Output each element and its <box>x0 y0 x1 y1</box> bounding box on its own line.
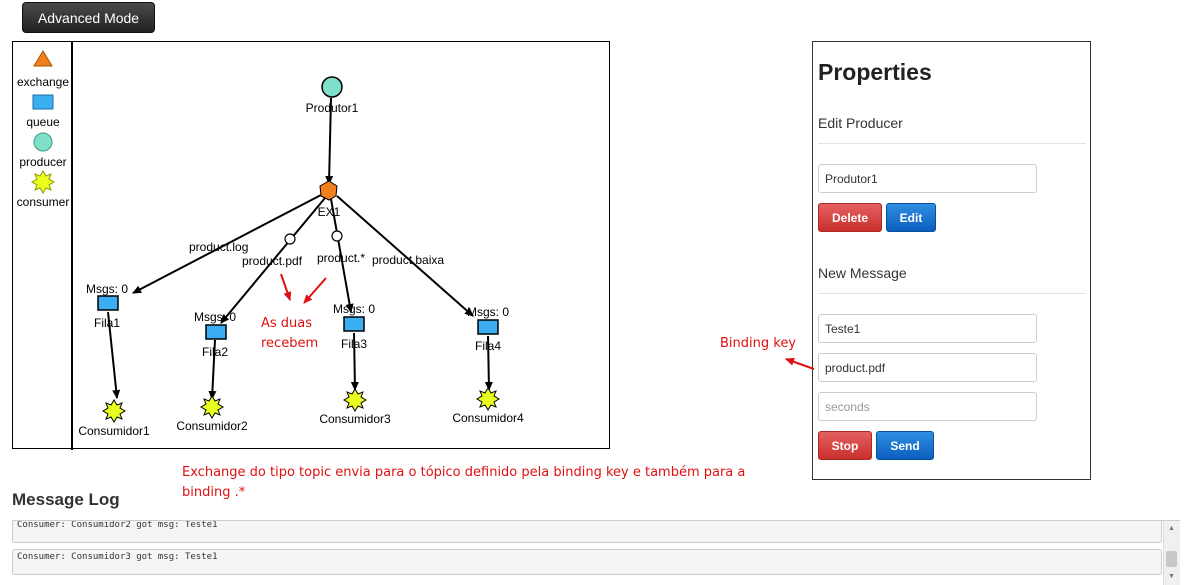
message-log-title: Message Log <box>12 490 120 509</box>
exchange-hexagon-icon <box>319 180 338 201</box>
routing-key-input[interactable] <box>818 353 1037 382</box>
exchange-node[interactable]: EX1 <box>318 180 341 219</box>
queue-node-fila4[interactable]: Msgs: 0 Fila4 <box>467 305 509 353</box>
edge-exchange-fila3 <box>330 198 354 313</box>
graph-canvas[interactable]: exchange queue producer consumer product… <box>12 41 610 450</box>
queue-rect-icon <box>32 94 54 110</box>
exchange-label: EX1 <box>318 205 341 219</box>
legend-queue-item[interactable]: queue <box>26 94 60 129</box>
consumer-label-consumidor1: Consumidor1 <box>78 424 150 438</box>
consumer-label-consumidor2: Consumidor2 <box>176 419 248 433</box>
annotation-arrow-binding-key <box>785 357 815 370</box>
producer-name-input[interactable] <box>818 164 1037 193</box>
queue-msgs-fila1: Msgs: 0 <box>86 282 128 296</box>
binding-marker-star[interactable] <box>331 230 343 242</box>
queue-label-fila4: Fila4 <box>475 339 501 353</box>
queue-node-fila3[interactable]: Msgs: 0 Fila3 <box>333 302 375 351</box>
queue-label-fila1: Fila1 <box>94 316 120 330</box>
message-log[interactable]: Consumer: Consumidor2 got msg: Teste1 Co… <box>12 520 1180 585</box>
edge-exchange-fila4 <box>336 195 474 317</box>
log-row: Consumer: Consumidor3 got msg: Teste1 <box>12 549 1162 575</box>
producer-node[interactable]: Produtor1 <box>306 76 359 115</box>
section-divider <box>818 293 1086 294</box>
binding-marker-pdf[interactable] <box>284 233 296 245</box>
legend-consumer-item[interactable]: consumer <box>17 170 70 209</box>
consumer-label-consumidor3: Consumidor3 <box>319 412 391 426</box>
queue-label-fila2: Fila2 <box>202 345 228 359</box>
queue-msgs-fila2: Msgs: 0 <box>194 310 236 324</box>
delete-button[interactable]: Delete <box>818 203 882 232</box>
consumer-star-icon <box>200 395 224 419</box>
seconds-input[interactable] <box>818 392 1037 421</box>
consumer-star-icon <box>102 399 126 423</box>
consumer-label-consumidor4: Consumidor4 <box>452 411 524 425</box>
binding-label-pdf: product.pdf <box>242 254 303 268</box>
binding-label-log: product.log <box>189 240 248 254</box>
legend-queue-label: queue <box>26 115 60 129</box>
scroll-up-icon[interactable]: ▲ <box>1168 525 1175 532</box>
queue-msgs-fila4: Msgs: 0 <box>467 305 509 319</box>
log-row: Consumer: Consumidor2 got msg: Teste1 <box>12 521 1162 543</box>
send-button[interactable]: Send <box>876 431 934 460</box>
section-divider <box>818 143 1086 144</box>
consumer-node-consumidor3[interactable]: Consumidor3 <box>319 388 391 426</box>
scroll-down-icon[interactable]: ▼ <box>1168 573 1175 580</box>
annotation-binding-key: Binding key <box>720 336 797 351</box>
queue-node-fila1[interactable]: Msgs: 0 Fila1 <box>86 282 128 330</box>
consumer-star-icon <box>343 388 367 412</box>
annotation-both-receive-line1: As duas <box>261 316 312 331</box>
binding-label-baixa: product.baixa <box>372 253 444 267</box>
consumer-node-consumidor4[interactable]: Consumidor4 <box>452 387 524 425</box>
edge-fila4-consumidor4 <box>484 335 493 391</box>
edge-producer-exchange <box>325 97 334 185</box>
advanced-mode-button[interactable]: Advanced Mode <box>22 2 155 33</box>
scroll-thumb[interactable] <box>1166 551 1177 567</box>
queue-rect-icon <box>97 295 119 311</box>
edit-producer-title: Edit Producer <box>818 115 903 131</box>
consumer-star-icon <box>476 387 500 411</box>
message-input[interactable] <box>818 314 1037 343</box>
queue-msgs-fila3: Msgs: 0 <box>333 302 375 316</box>
edge-fila2-consumidor2 <box>208 339 217 400</box>
annotation-arrow-pdf <box>280 273 292 301</box>
producer-circle-icon <box>33 132 53 152</box>
log-scrollbar[interactable]: ▲ ▼ <box>1163 521 1180 585</box>
consumer-node-consumidor2[interactable]: Consumidor2 <box>176 395 248 433</box>
edge-fila3-consumidor3 <box>350 332 359 391</box>
edge-exchange-fila1 <box>132 194 322 294</box>
legend-producer-item[interactable]: producer <box>19 132 67 169</box>
legend-exchange-item[interactable]: exchange <box>17 50 69 89</box>
legend-exchange-label: exchange <box>17 75 69 89</box>
queue-rect-icon <box>205 324 227 340</box>
annotation-arrow-star <box>303 277 327 304</box>
annotation-topic-note-line1: Exchange do tipo topic envia para o tópi… <box>182 465 746 480</box>
binding-label-star: product.* <box>317 251 365 265</box>
queue-rect-icon <box>477 319 499 335</box>
new-message-title: New Message <box>818 265 907 281</box>
annotation-both-receive-line2: recebem <box>261 336 318 351</box>
properties-title: Properties <box>818 59 932 85</box>
legend-consumer-label: consumer <box>17 195 70 209</box>
edge-fila1-consumidor1 <box>107 311 121 399</box>
queue-node-fila2[interactable]: Msgs: 0 Fila2 <box>194 310 236 359</box>
producer-label: Produtor1 <box>306 101 359 115</box>
legend-producer-label: producer <box>19 155 66 169</box>
annotation-topic-note-line2: binding .* <box>182 485 246 500</box>
stop-button[interactable]: Stop <box>818 431 872 460</box>
edge-exchange-fila2 <box>220 197 326 324</box>
edit-button[interactable]: Edit <box>886 203 936 232</box>
queue-label-fila3: Fila3 <box>341 337 367 351</box>
properties-panel: Properties Edit Producer Delete Edit New… <box>812 41 1091 480</box>
consumer-node-consumidor1[interactable]: Consumidor1 <box>78 399 150 438</box>
producer-circle-icon <box>321 76 343 98</box>
consumer-star-icon <box>31 170 55 194</box>
exchange-triangle-icon <box>33 50 53 67</box>
queue-rect-icon <box>343 316 365 332</box>
